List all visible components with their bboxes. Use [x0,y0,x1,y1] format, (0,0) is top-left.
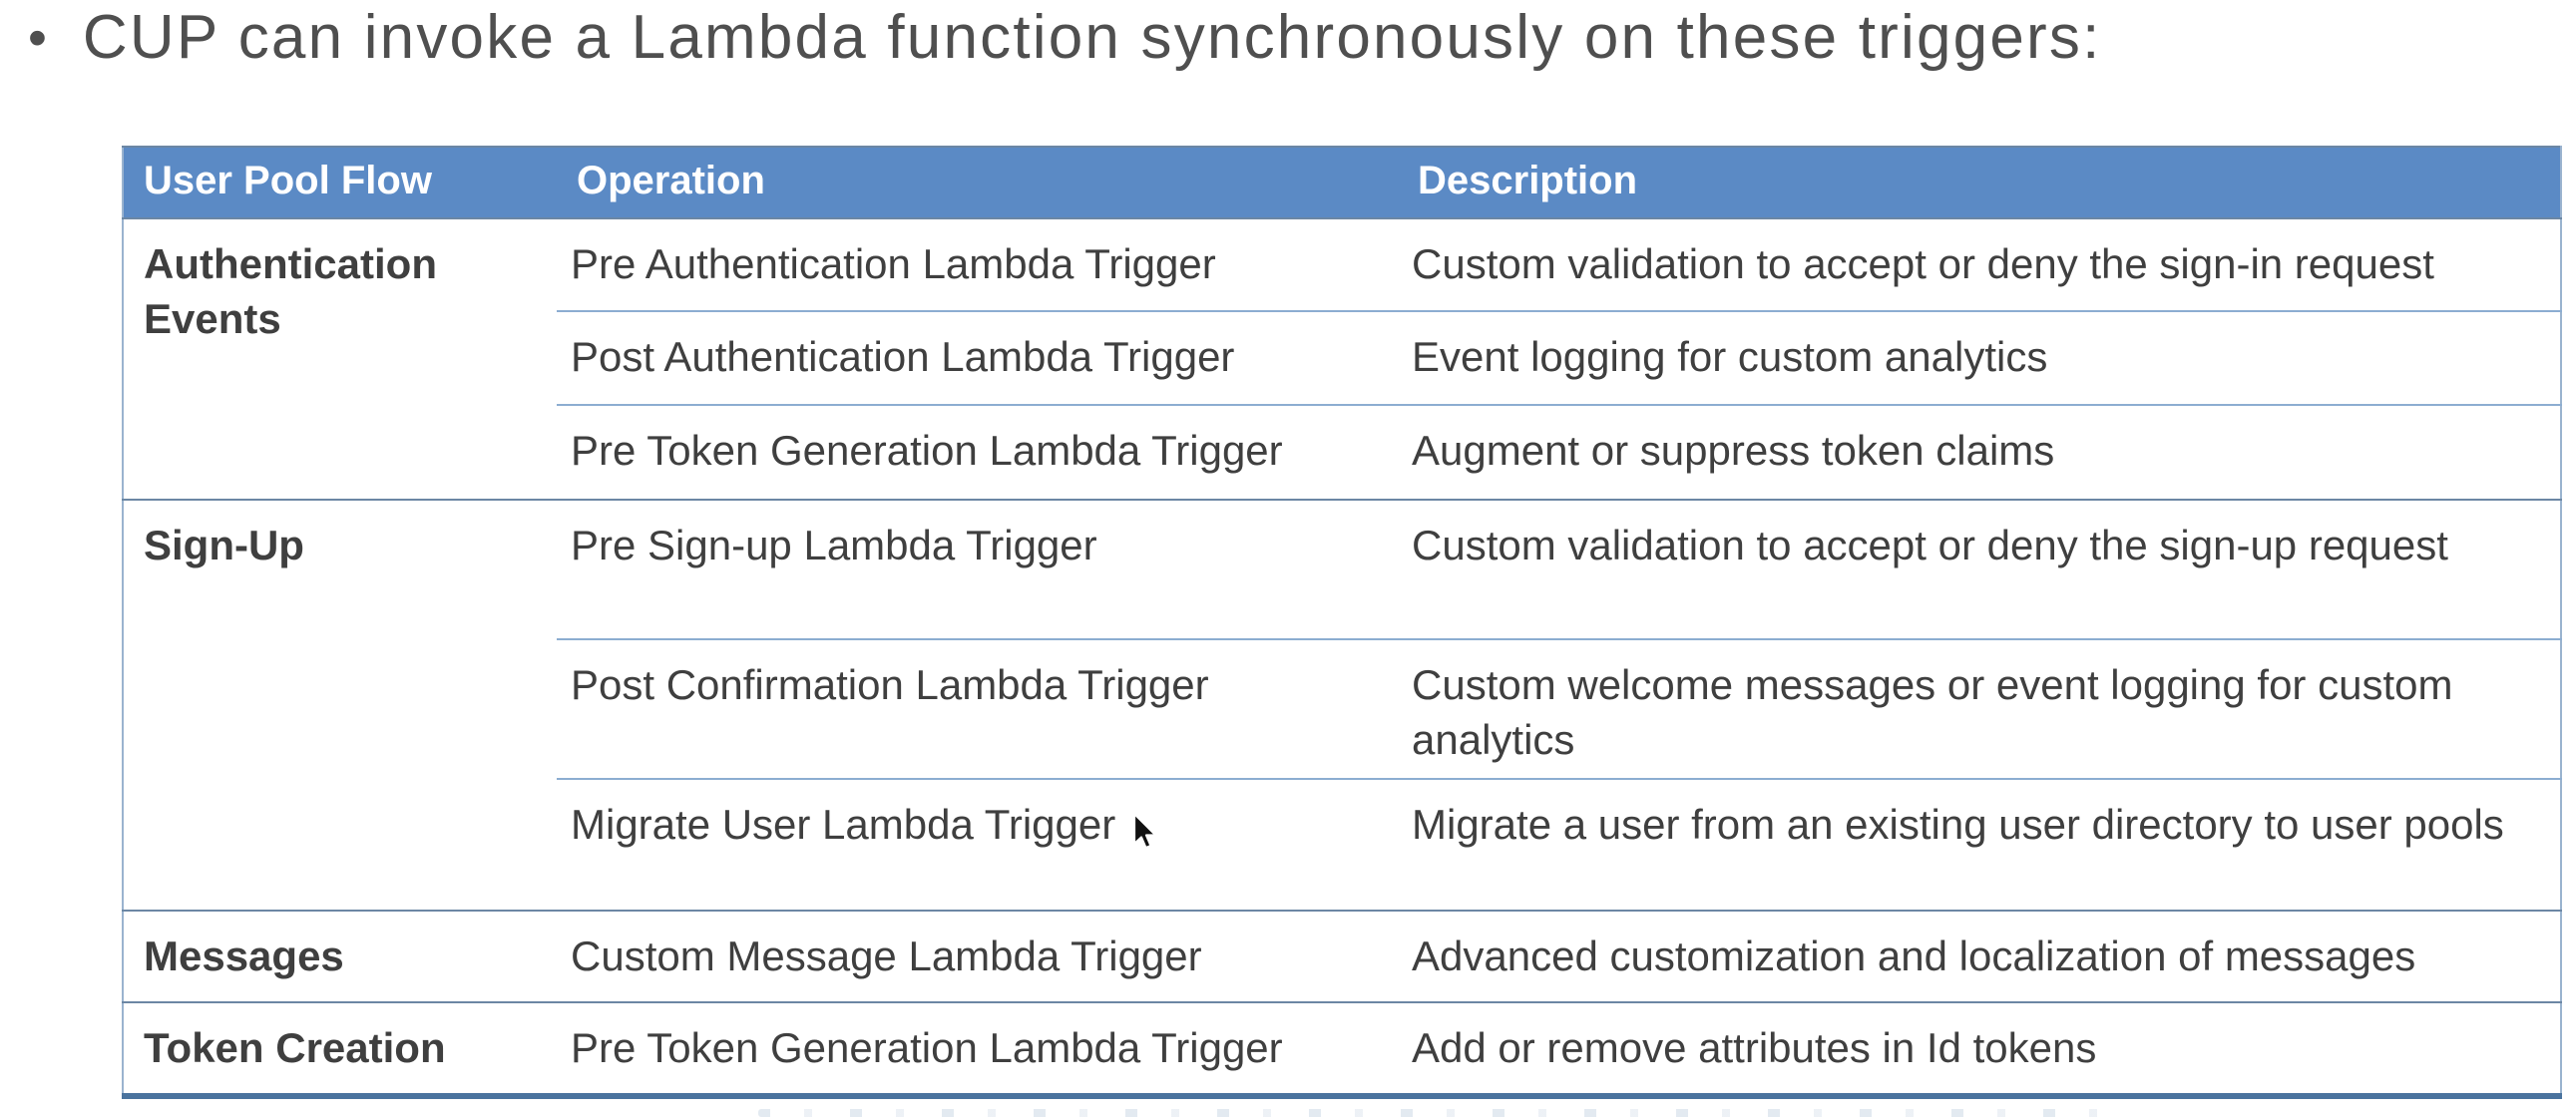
description-cell: Custom validation to accept or deny the … [1398,217,2561,311]
table-row: Authentication Events Pre Authentication… [123,217,2561,500]
cutoff-text-remnant [758,1109,2125,1117]
description-cell: Augment or suppress token claims [1398,404,2561,500]
description-cell: Custom validation to accept or deny the … [1398,499,2561,639]
description-cell: Migrate a user from an existing user dir… [1398,778,2561,911]
operation-cell: Pre Token Generation Lambda Trigger [557,404,1398,500]
operation-cell: Pre Token Generation Lambda Trigger [557,1001,1398,1096]
operation-cell: Pre Sign-up Lambda Trigger [557,499,1398,639]
operation-cell: Post Confirmation Lambda Trigger [557,638,1398,779]
operation-cell: Post Authentication Lambda Trigger [557,310,1398,405]
flow-cell: Token Creation [123,1001,557,1096]
flow-cell: Authentication Events [123,217,557,500]
table-row: Sign-Up Pre Sign-up Lambda Trigger Custo… [123,499,2561,911]
table-row: Token Creation Pre Token Generation Lamb… [123,1001,2561,1096]
table-row: Pre Token Generation Lambda Trigger Augm… [123,404,2561,500]
title-row: • CUP can invoke a Lambda function synch… [28,2,2102,74]
flow-cell: Messages [123,910,557,1002]
description-cell: Custom welcome messages or event logging… [1398,638,2561,779]
table-row: Post Authentication Lambda Trigger Event… [123,310,2561,405]
column-header-user-pool-flow: User Pool Flow [123,147,557,218]
description-cell: Add or remove attributes in Id tokens [1398,1001,2561,1096]
table-row: Migrate User Lambda Trigger Migrate a us… [123,778,2561,911]
table-row: Post Confirmation Lambda Trigger Custom … [123,638,2561,779]
mouse-cursor-icon [1132,812,1157,850]
triggers-table: User Pool Flow Operation Description Aut… [122,146,2562,1099]
bullet-marker: • [28,8,47,68]
description-cell: Event logging for custom analytics [1398,310,2561,405]
flow-cell: Sign-Up [123,499,557,911]
slide-title: CUP can invoke a Lambda function synchro… [82,3,2102,72]
description-cell: Advanced customization and localization … [1398,910,2561,1002]
operation-cell: Pre Authentication Lambda Trigger [557,217,1398,311]
table-row: Messages Custom Message Lambda Trigger A… [123,910,2561,1002]
table-header-row: User Pool Flow Operation Description [123,147,2561,218]
operation-cell: Migrate User Lambda Trigger [557,778,1398,911]
column-header-operation: Operation [557,147,1398,218]
column-header-description: Description [1398,147,2561,218]
operation-cell: Custom Message Lambda Trigger [557,910,1398,1002]
